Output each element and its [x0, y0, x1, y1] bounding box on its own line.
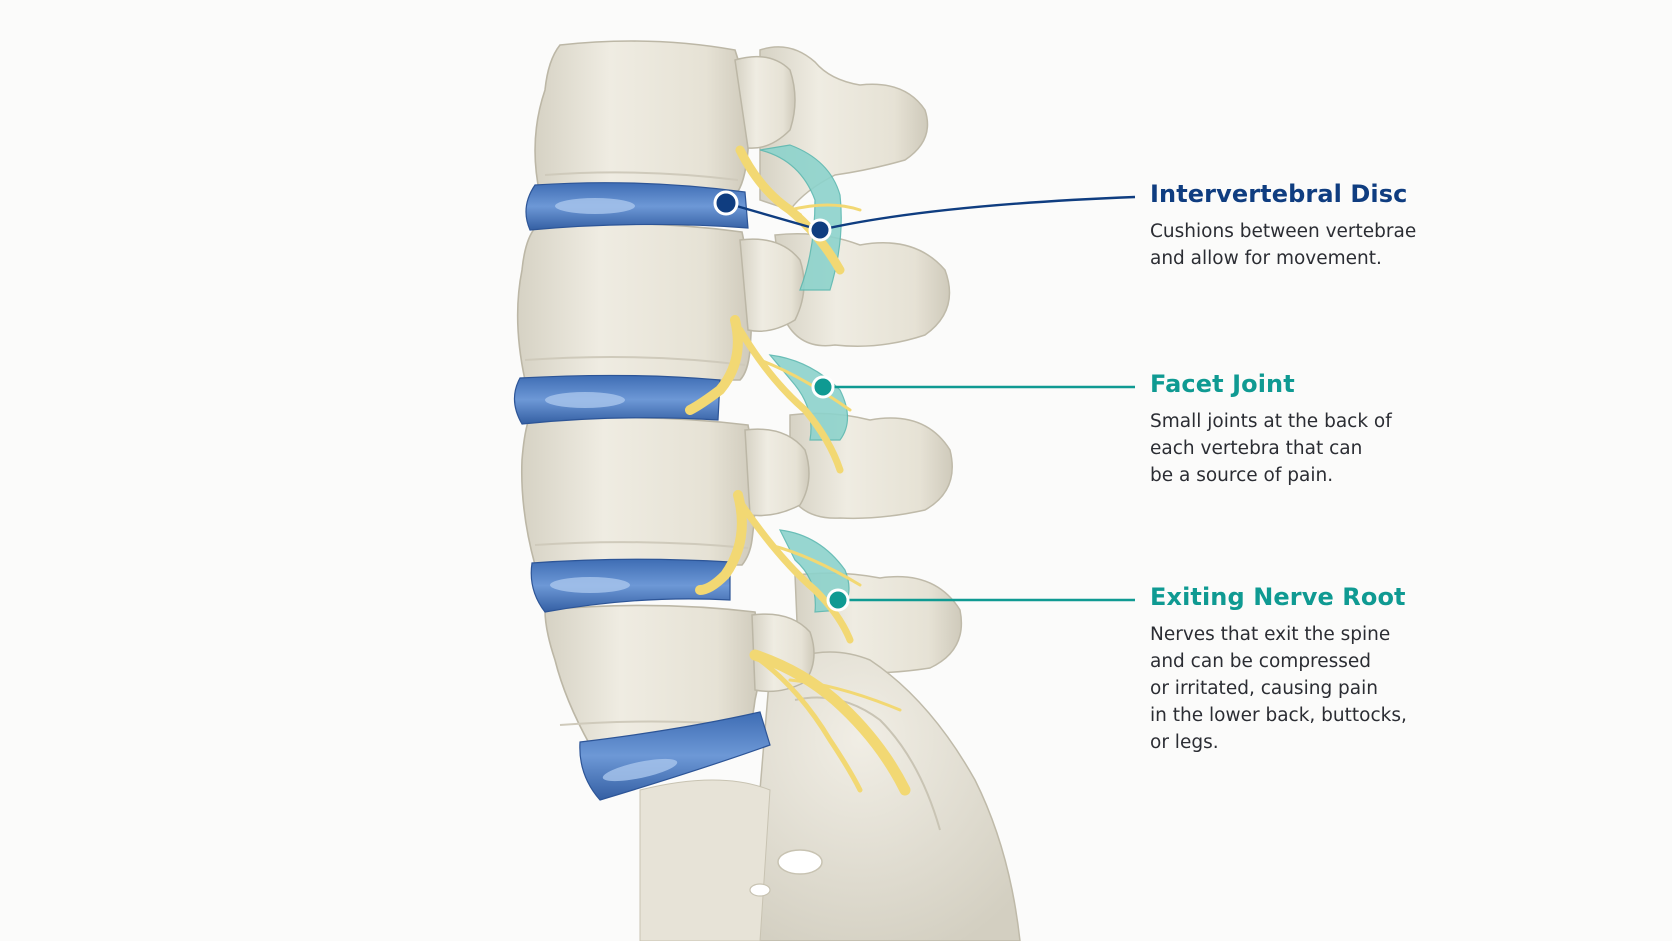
label-intervertebral-disc: Intervertebral Disc Cushions between ver…: [1150, 180, 1570, 272]
callout-disc: [713, 190, 1136, 242]
label-title: Intervertebral Disc: [1150, 180, 1408, 208]
label-exiting-nerve-root: Exiting Nerve Root Nerves that exit the …: [1150, 583, 1570, 756]
label-description: Cushions between vertebrae and allow for…: [1150, 221, 1417, 269]
vertebral-arches: [734, 55, 815, 693]
label-title: Facet Joint: [1150, 370, 1295, 398]
label-facet-joint: Facet Joint Small joints at the back of …: [1150, 370, 1570, 489]
label-description: Nerves that exit the spine and can be co…: [1150, 624, 1407, 753]
intervertebral-discs: [513, 182, 771, 801]
label-title: Exiting Nerve Root: [1150, 583, 1406, 611]
callout-nerve: [826, 588, 1135, 612]
nerve-roots: [685, 145, 911, 796]
label-description: Small joints at the back of each vertebr…: [1150, 411, 1392, 486]
callout-facet: [811, 375, 1135, 399]
vertebral-bodies: [516, 40, 761, 746]
